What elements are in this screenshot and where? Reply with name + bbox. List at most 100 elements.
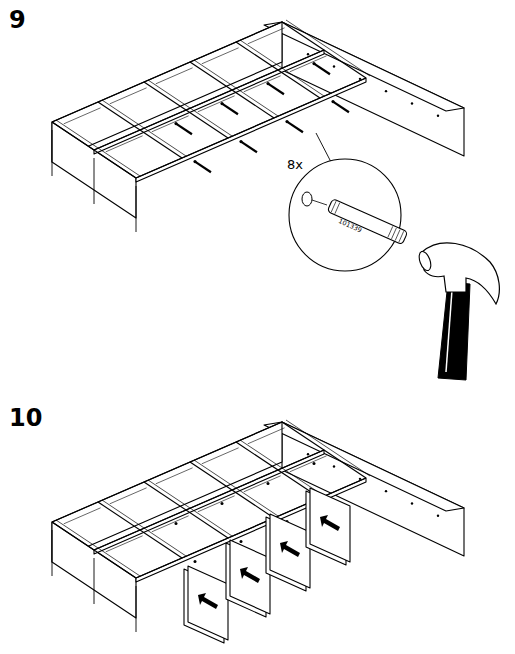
shelf-unit xyxy=(52,20,464,232)
hole xyxy=(385,90,387,92)
dowel xyxy=(241,142,257,153)
dowel xyxy=(175,522,178,525)
dowel xyxy=(287,122,303,133)
direction-arrow xyxy=(198,593,218,609)
dowel xyxy=(313,462,316,465)
cell-depth xyxy=(202,48,239,64)
dowel-end xyxy=(331,100,334,103)
dowel-pin xyxy=(327,199,408,245)
panel-foot xyxy=(52,130,53,176)
hole xyxy=(302,192,312,206)
panel-foot xyxy=(94,558,95,604)
dowel-body xyxy=(327,199,408,245)
panel-face xyxy=(230,540,270,614)
cell-depth xyxy=(248,428,285,444)
hole xyxy=(307,53,309,55)
hole xyxy=(437,515,439,517)
direction-arrow xyxy=(320,515,340,531)
shelf-line xyxy=(52,422,282,522)
dowel-rib xyxy=(388,226,393,237)
dowel-end xyxy=(220,102,223,105)
dowel-end xyxy=(174,122,177,125)
cell-depth xyxy=(202,448,239,464)
hammer-handle xyxy=(438,282,470,380)
cell-depth xyxy=(64,508,101,524)
cell-depth xyxy=(106,136,143,152)
long-panel xyxy=(52,422,282,562)
shelf-unit xyxy=(52,420,464,632)
hole xyxy=(333,465,335,467)
direction-arrow xyxy=(240,567,260,583)
end-panel xyxy=(52,122,136,218)
cell-depth xyxy=(106,536,143,552)
hole xyxy=(411,502,413,504)
shelf-line xyxy=(94,50,324,150)
dowel xyxy=(268,84,284,95)
panel-face xyxy=(270,514,310,588)
hammer xyxy=(417,243,499,380)
quantity-label: 8x xyxy=(287,158,303,171)
dowel-end xyxy=(193,160,196,163)
dowel-end xyxy=(312,62,315,65)
divider-edge xyxy=(286,20,370,76)
panel-face xyxy=(310,488,350,562)
panel-foot xyxy=(136,586,137,632)
step-number: 10 xyxy=(9,406,42,430)
handle-highlight xyxy=(446,290,452,372)
dowel-end xyxy=(266,82,269,85)
back-panel xyxy=(306,488,350,565)
cell-depth xyxy=(110,488,147,504)
hole xyxy=(385,490,387,492)
cell-depth xyxy=(248,28,285,44)
long-panel xyxy=(52,22,282,162)
cell-depth xyxy=(290,456,327,472)
panel-foot xyxy=(52,530,53,576)
dowel xyxy=(194,560,197,563)
cell-depth xyxy=(156,468,193,484)
dowel-rib xyxy=(335,203,340,214)
dowel xyxy=(222,104,238,115)
dowel xyxy=(267,482,270,485)
back-panel xyxy=(226,540,270,617)
dowel-rib xyxy=(399,231,404,242)
hole xyxy=(411,102,413,104)
panel-foot xyxy=(94,158,95,204)
shelf-line xyxy=(52,22,282,122)
back-panel xyxy=(266,514,310,591)
direction-arrow xyxy=(280,541,300,557)
back-panel xyxy=(184,566,228,643)
dowel-rib xyxy=(392,228,397,239)
dowel xyxy=(240,540,243,543)
panel-face xyxy=(188,566,228,640)
hammer-head xyxy=(422,243,499,304)
guide-line xyxy=(312,200,327,205)
dowel-end xyxy=(285,120,288,123)
cell-depth xyxy=(156,68,193,84)
end-panel xyxy=(52,522,136,618)
hole xyxy=(333,65,335,67)
dowel-rib xyxy=(395,230,400,241)
panel-foot xyxy=(136,186,137,232)
cell-depth xyxy=(244,476,281,492)
dowel xyxy=(333,102,349,113)
dowel-rib xyxy=(331,201,336,212)
divider-edge xyxy=(286,420,370,476)
cell-depth xyxy=(64,108,101,124)
shelf-edge xyxy=(94,50,324,154)
dowel xyxy=(314,64,330,75)
cell-depth xyxy=(198,496,235,512)
cell-depth xyxy=(152,516,189,532)
hole xyxy=(307,453,309,455)
dowel-end xyxy=(239,140,242,143)
dowel xyxy=(195,162,211,173)
hammer-face xyxy=(417,250,433,272)
leader-line xyxy=(316,133,331,162)
step-number: 9 xyxy=(9,8,26,32)
hole xyxy=(437,115,439,117)
detail-callout xyxy=(289,133,408,271)
cell-depth xyxy=(110,88,147,104)
dowel xyxy=(176,124,192,135)
dowel xyxy=(221,502,224,505)
